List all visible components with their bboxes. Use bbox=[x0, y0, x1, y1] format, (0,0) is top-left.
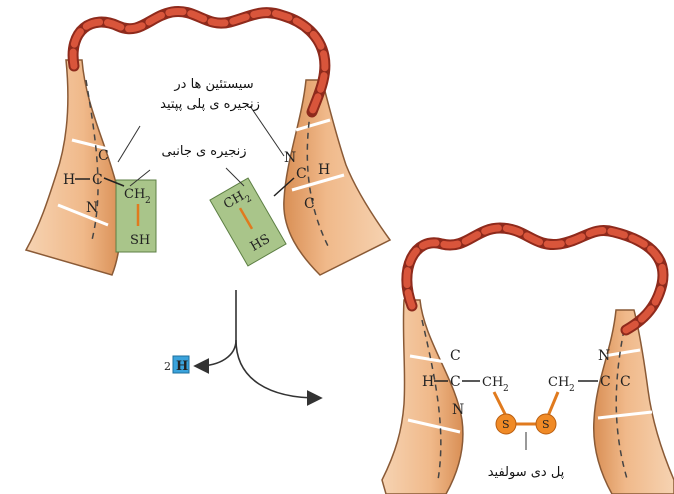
atom-label: C bbox=[600, 374, 611, 390]
atom-label: N bbox=[284, 150, 296, 166]
bond-line bbox=[494, 392, 506, 416]
atom-label: S bbox=[502, 418, 510, 431]
hydrogen-label: H bbox=[176, 359, 188, 374]
left-strand-bottom bbox=[382, 300, 463, 494]
side-chain-label: زنجیره ی جانبی bbox=[161, 144, 246, 159]
right-strand-bottom bbox=[594, 310, 674, 494]
leader-line bbox=[118, 126, 140, 162]
reduced-protein-structure: C H C N CH 2 SH CH 2 HS N C H C bbox=[26, 11, 390, 275]
atom-label: C bbox=[620, 374, 631, 390]
reaction-arrow: 2 H bbox=[164, 290, 318, 398]
atom-label: CH bbox=[482, 375, 503, 390]
atom-label: C bbox=[450, 374, 461, 390]
side-arrow bbox=[198, 340, 236, 366]
bond-line bbox=[548, 392, 558, 416]
atom-label: CH bbox=[124, 187, 145, 202]
leader-line bbox=[250, 106, 284, 156]
atom-label: C bbox=[92, 172, 103, 188]
cysteines-label-line1: سیستئین ها در bbox=[173, 77, 253, 92]
atom-label: C bbox=[450, 348, 461, 364]
oxidized-protein-structure: C H C N CH 2 CH 2 N C C S S bbox=[382, 228, 674, 494]
subscript: 2 bbox=[503, 384, 509, 394]
right-sidechain: CH 2 HS bbox=[210, 178, 286, 266]
disulfide-bridge-label: پل دی سولفید bbox=[488, 465, 565, 480]
atom-label: SH bbox=[130, 233, 150, 248]
atom-label: H bbox=[63, 172, 75, 188]
atom-label: S bbox=[542, 418, 550, 431]
atom-label: C bbox=[304, 196, 315, 212]
atom-label: C bbox=[98, 148, 109, 164]
left-strand-top bbox=[26, 60, 121, 275]
atom-label: N bbox=[598, 348, 610, 364]
atom-label: C bbox=[296, 166, 307, 182]
cysteines-label-line2: زنجیره ی پلی پپتید bbox=[160, 97, 260, 112]
disulfide-bridge: S S bbox=[494, 392, 558, 450]
atom-label: H bbox=[422, 374, 434, 390]
atom-label: N bbox=[452, 402, 464, 418]
leader-line bbox=[226, 168, 244, 186]
main-arrow bbox=[236, 290, 318, 398]
atom-label: CH bbox=[548, 375, 569, 390]
atom-label: H bbox=[318, 162, 330, 178]
atom-label: N bbox=[86, 200, 98, 216]
subscript: 2 bbox=[569, 384, 575, 394]
coefficient: 2 bbox=[164, 360, 171, 373]
subscript: 2 bbox=[145, 196, 151, 206]
